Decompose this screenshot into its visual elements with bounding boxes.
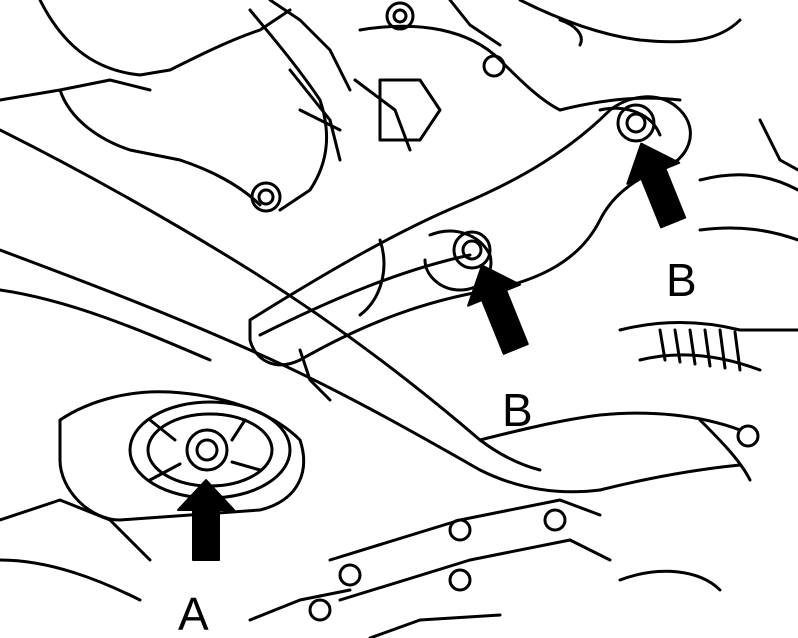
callout-label-a: A [178,588,209,638]
lower-linkages [248,498,722,638]
subframe-crossmember [0,128,760,494]
support-bracket [248,95,692,402]
callout-label-b-upper: B [666,254,697,306]
arrow-a-icon [177,479,235,561]
callout-label-b-lower: B [502,384,533,436]
steering-rack [618,118,798,372]
engine-housing [0,0,742,213]
rear-engine-mount [0,390,306,602]
bolt-b-upper [616,103,656,143]
arrow-b-lower-icon [467,264,529,355]
bolt-b-lower [452,230,492,270]
arrow-b-upper-icon [626,142,687,229]
